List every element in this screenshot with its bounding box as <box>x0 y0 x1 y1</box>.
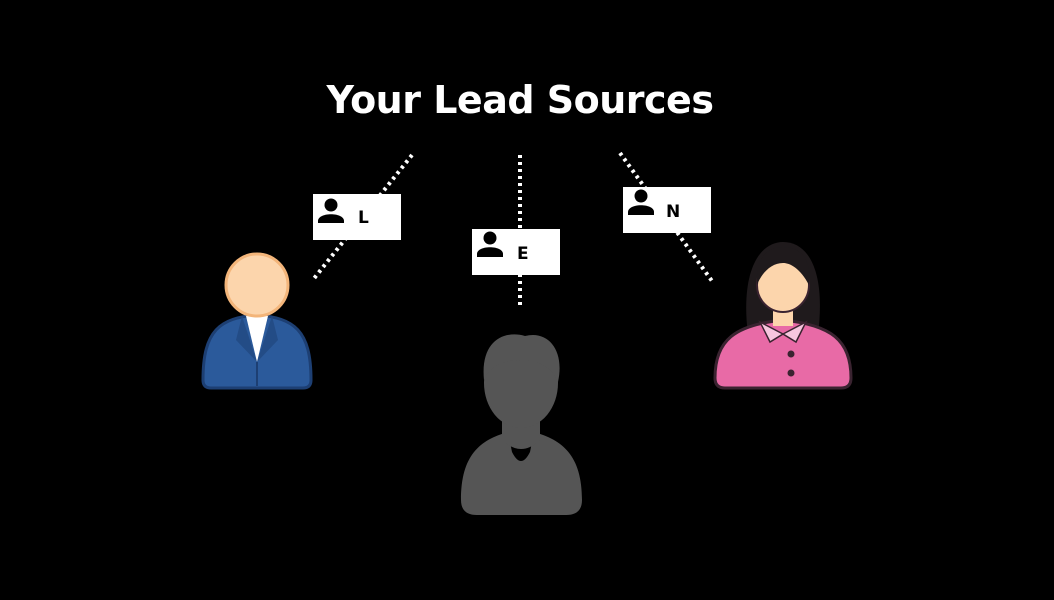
lead-letter-l: L <box>358 208 369 228</box>
man-blue-suit-avatar <box>201 252 313 390</box>
user-icon <box>628 189 654 215</box>
connector-left <box>310 153 414 283</box>
gray-silhouette-avatar <box>461 334 582 515</box>
lead-card-e: E <box>472 229 560 275</box>
lead-letter-n: N <box>666 202 680 222</box>
lead-letter-e: E <box>517 244 529 264</box>
user-icon <box>477 231 503 257</box>
lead-card-l: L <box>313 194 401 240</box>
lead-card-n: N <box>623 187 711 233</box>
diagram-title: Your Lead Sources <box>326 78 714 122</box>
woman-pink-shirt-avatar <box>713 242 853 390</box>
user-icon <box>318 198 344 223</box>
